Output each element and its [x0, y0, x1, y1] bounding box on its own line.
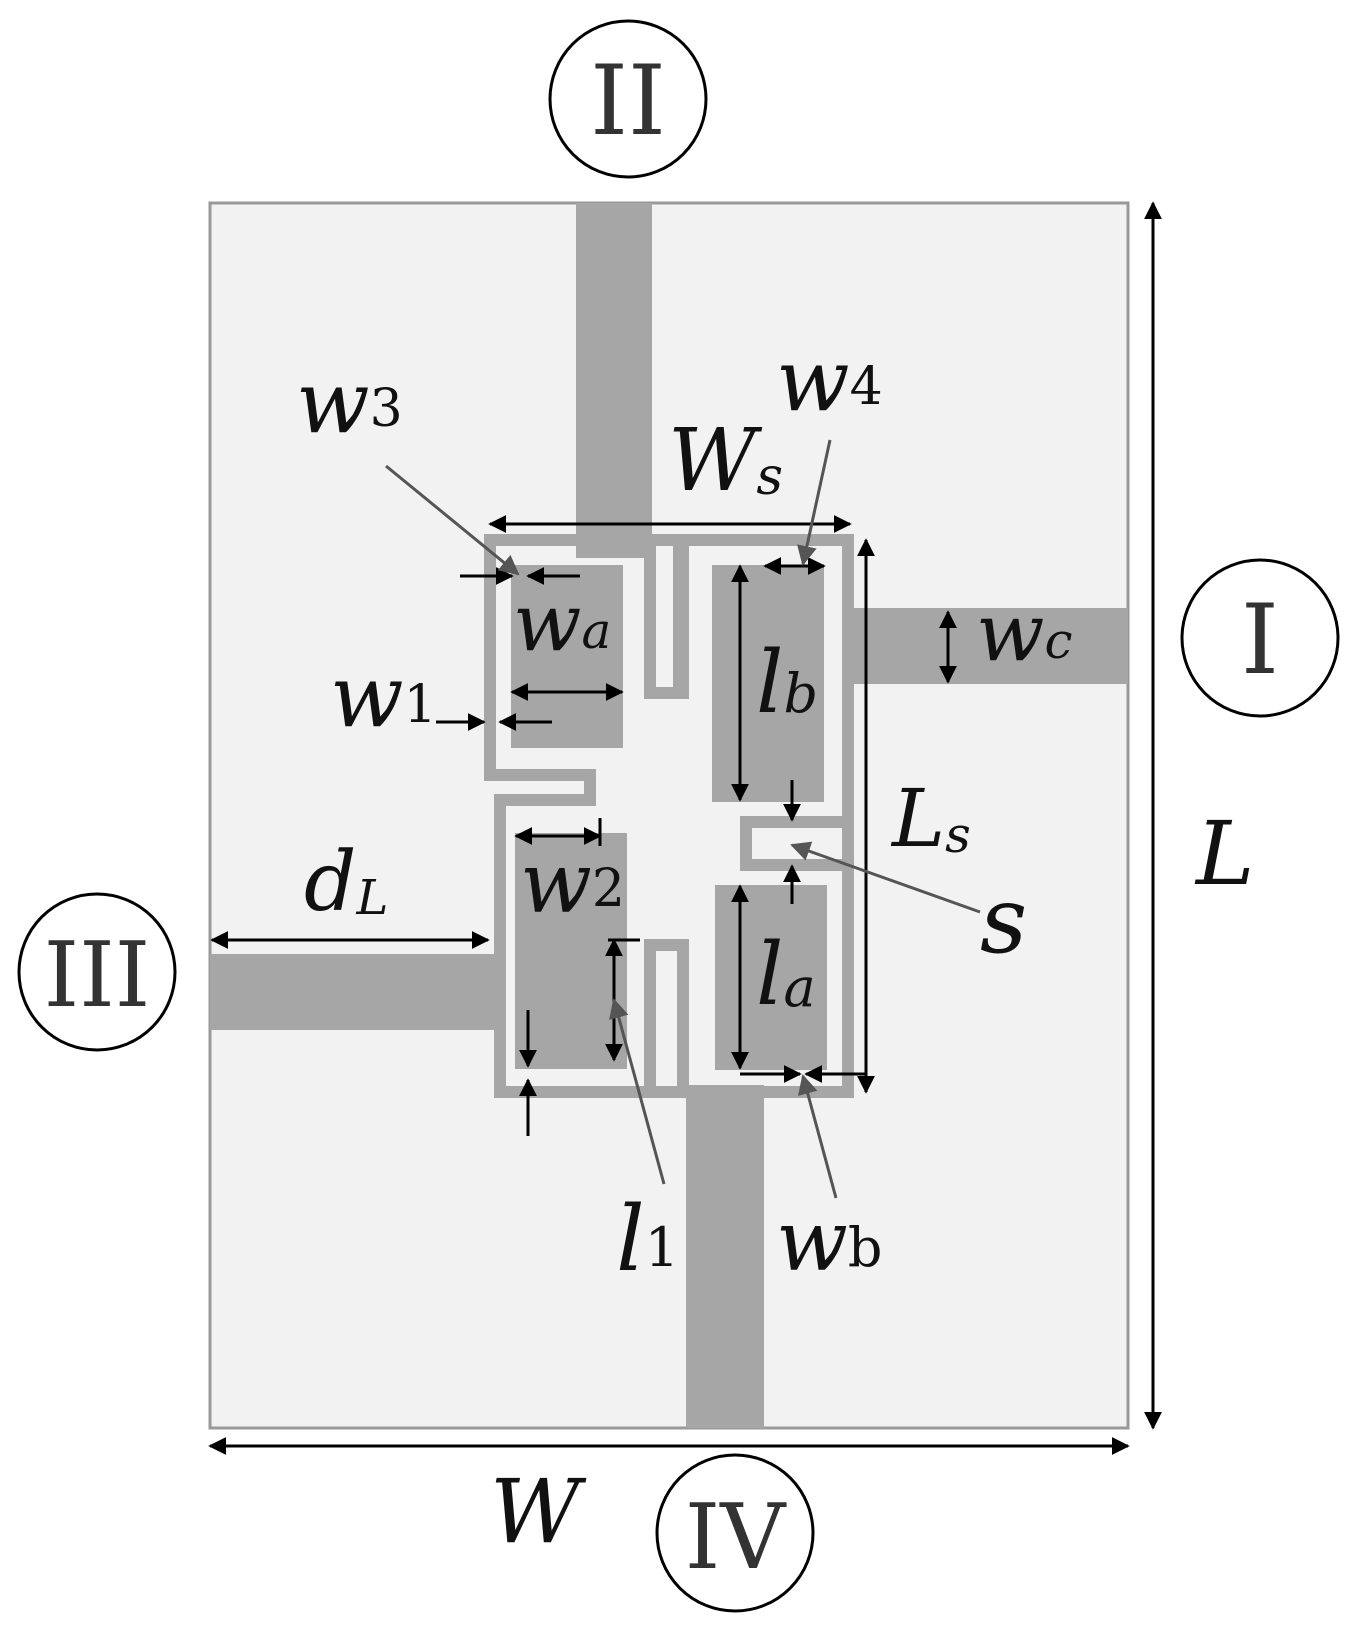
- label-wb: wb: [776, 1192, 882, 1290]
- port-II: II: [548, 19, 708, 179]
- label-Ls: Ls: [890, 772, 971, 865]
- feed-line-port-IV: [686, 1085, 764, 1428]
- pointer-wb: [798, 1074, 838, 1199]
- label-lb: lb: [756, 633, 818, 733]
- lower-stub: [644, 939, 689, 1092]
- label-w4-main: w: [776, 331, 850, 431]
- label-la: la: [756, 925, 816, 1025]
- label-L-main: L: [1194, 802, 1254, 905]
- label-w2-sub: 2: [592, 859, 625, 919]
- patch-wa: [511, 565, 623, 748]
- label-Ls-sub: s: [945, 806, 971, 864]
- label-wa-main: w: [513, 576, 581, 669]
- label-la-main: l: [756, 925, 784, 1025]
- label-w1-main: w: [330, 647, 404, 747]
- substrate: [208, 201, 1130, 1430]
- port-III: III: [17, 892, 177, 1052]
- feed-line-port-I: [842, 608, 1128, 684]
- port-II-label: II: [590, 45, 666, 157]
- label-W-main: W: [490, 1460, 587, 1563]
- label-wa: wa: [513, 576, 611, 669]
- label-wc-sub: c: [1044, 612, 1072, 670]
- label-wa-sub: a: [581, 602, 611, 660]
- feed-line-port-II: [576, 203, 652, 558]
- label-wb-sub: b: [848, 1216, 883, 1279]
- label-dL: dL: [304, 835, 388, 930]
- label-Ls-main: L: [890, 772, 945, 865]
- port-IV-label: IV: [685, 1485, 788, 1590]
- port-III-label: III: [44, 923, 151, 1028]
- label-W: W: [490, 1460, 587, 1563]
- label-l1-sub: 1: [645, 1216, 679, 1279]
- port-IV: IV: [655, 1453, 815, 1613]
- label-w1: w1: [330, 647, 437, 747]
- label-Ws-sub: s: [756, 447, 783, 507]
- patch-lb: [712, 565, 824, 802]
- label-w2: w2: [520, 834, 625, 932]
- pointer-l1: [609, 998, 666, 1185]
- label-wc-main: w: [976, 586, 1044, 679]
- label-l1-main: l: [616, 1187, 645, 1292]
- label-w3-main: w: [296, 353, 370, 453]
- label-w3-sub: 3: [370, 379, 403, 439]
- label-wb-main: w: [776, 1192, 848, 1290]
- label-w1-sub: 1: [404, 675, 437, 735]
- label-w3: w3: [296, 353, 403, 453]
- pointer-w3: [385, 464, 520, 576]
- label-s-main: s: [980, 867, 1027, 974]
- port-I: I: [1180, 558, 1340, 718]
- label-Ws: Ws: [668, 411, 783, 511]
- label-L: L: [1194, 802, 1254, 905]
- label-l1: l1: [616, 1187, 679, 1292]
- label-dL-sub: L: [356, 870, 389, 926]
- label-w4: w4: [776, 331, 883, 431]
- pointer-w4: [797, 439, 832, 566]
- label-w4-sub: 4: [850, 357, 883, 417]
- port-I-label: I: [1241, 584, 1279, 696]
- label-la-sub: a: [784, 956, 816, 1019]
- label-wc: wc: [976, 586, 1073, 679]
- label-Ws-main: W: [668, 411, 763, 511]
- label-lb-sub: b: [784, 662, 819, 725]
- label-s: s: [980, 867, 1027, 974]
- label-lb-main: l: [756, 633, 784, 733]
- feed-line-port-III: [210, 954, 500, 1030]
- label-w2-main: w: [520, 834, 592, 932]
- label-dL-main: d: [304, 835, 357, 930]
- pointer-s: [790, 841, 981, 914]
- upper-stub: [644, 540, 689, 699]
